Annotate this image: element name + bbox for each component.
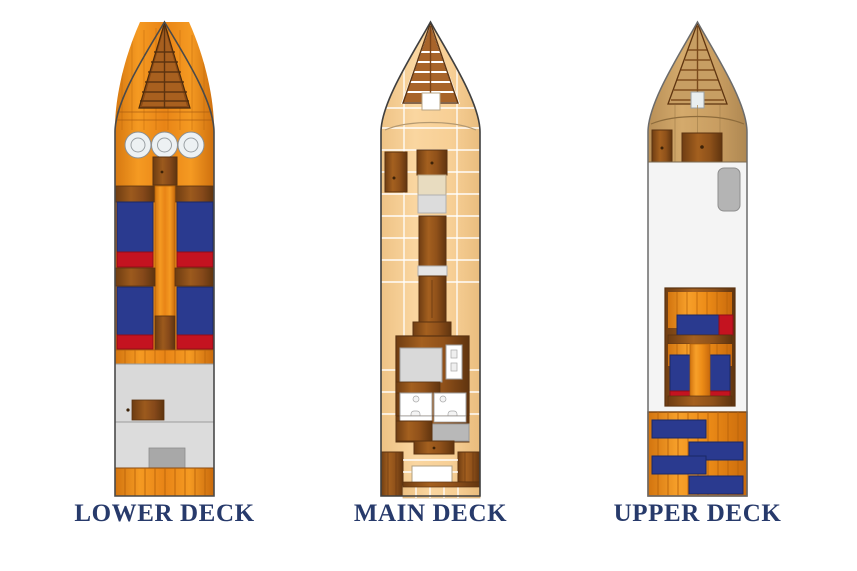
- salon-cabin: [399, 347, 443, 383]
- stair-block: [152, 156, 178, 186]
- grey-locker: [717, 167, 741, 212]
- bow-prow-ladder: [138, 22, 191, 109]
- stern-area: [380, 415, 481, 499]
- stern-sun-lounge: [647, 411, 748, 497]
- bow-hatch: [421, 92, 441, 111]
- central-corridor: [154, 185, 176, 317]
- stern-bench-port: [380, 451, 404, 497]
- deck-label-upper: UPPER DECK: [613, 500, 782, 527]
- engine-block: [131, 399, 165, 421]
- deck-column-main: MAIN DECK: [288, 0, 573, 571]
- deck-column-lower: LOWER DECK: [22, 0, 307, 571]
- wheelhouse-console-port: [651, 129, 673, 163]
- main-hull-outline: [380, 20, 481, 497]
- deck-column-upper: UPPER DECK: [555, 0, 840, 571]
- bow-prow-ladder: [667, 22, 728, 105]
- lower-hull: [115, 22, 214, 470]
- centerline-table: [412, 149, 452, 337]
- stern-bench-stbd: [457, 451, 481, 483]
- main-deck-plan: [288, 0, 573, 500]
- storage-hold: [115, 421, 214, 470]
- cabin-bed-1: [676, 314, 720, 336]
- cabin-bed-4: [176, 286, 214, 350]
- machinery-block: [148, 447, 186, 470]
- mid-cabin-block: [664, 287, 736, 407]
- deck-label-main: MAIN DECK: [353, 500, 508, 527]
- stern-lounger-4: [688, 475, 744, 495]
- deck-label-lower: LOWER DECK: [74, 500, 255, 527]
- porthole-cluster: [124, 131, 205, 159]
- upper-deck-plan: [555, 0, 840, 500]
- cabin-bed-3: [709, 354, 731, 392]
- cabin-bed-2: [176, 201, 214, 268]
- upper-hull-outline: [647, 20, 748, 497]
- stern-lounger-1: [651, 419, 707, 439]
- lower-hull-outline: [114, 20, 215, 497]
- stern-lounger-3: [651, 455, 707, 475]
- upper-hull: [648, 22, 747, 470]
- stern-platform: [114, 467, 215, 497]
- engine-room: [115, 363, 214, 423]
- cabin-bed-3: [116, 286, 154, 350]
- port-bench: [384, 151, 408, 193]
- bow-prow-ladder: [401, 22, 460, 104]
- cabin-bed-2: [669, 354, 691, 392]
- lower-deck-plan: [22, 0, 307, 500]
- cabin-bed-1: [116, 201, 154, 268]
